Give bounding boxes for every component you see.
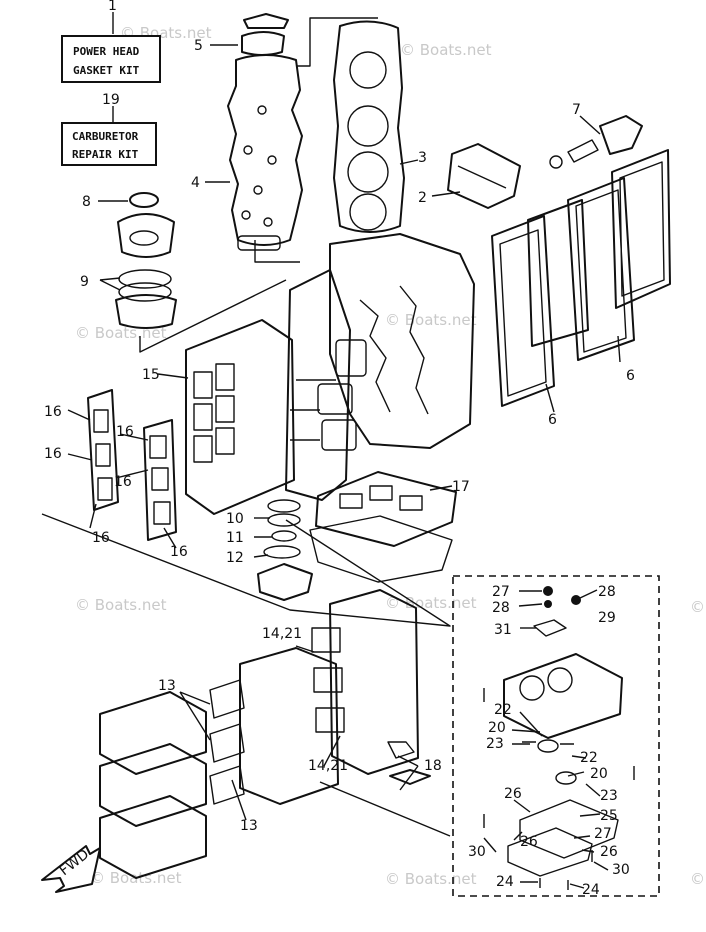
- callout-27: 26: [504, 786, 522, 802]
- callout-28: 27: [492, 584, 510, 600]
- callout-22: 22: [494, 702, 512, 718]
- callout-20: 20: [590, 766, 608, 782]
- kit-line: REPAIR KIT: [72, 148, 139, 161]
- part-cylinder-gasket: [333, 20, 405, 233]
- callout-13: 13: [158, 678, 176, 694]
- part-18-gasket: [389, 769, 431, 785]
- callout-22: 22: [580, 750, 598, 766]
- callout-16: 16: [44, 446, 62, 462]
- part-carburetors: [239, 589, 451, 837]
- callout-19: 19: [102, 92, 120, 108]
- callout-30: 30: [468, 844, 486, 860]
- part-head-gaskets: [227, 13, 303, 251]
- callout-20: 20: [488, 720, 506, 736]
- callout-1: 1: [108, 0, 117, 14]
- part-carburetor-detail: [483, 586, 635, 890]
- callout-24: 24: [582, 882, 600, 898]
- carburetor-detail-box: [452, 575, 660, 897]
- fwd-label: FWD: [57, 846, 93, 879]
- callout-10: 10: [226, 511, 244, 527]
- callout-29: 28: [492, 600, 510, 616]
- callout-26: 26: [600, 844, 618, 860]
- watermark: © Boats.net: [385, 594, 477, 612]
- callout-31: 31: [494, 622, 512, 638]
- callout-11: 11: [226, 530, 244, 546]
- callout-6: 6: [548, 412, 557, 428]
- part-reed-valves: [41, 389, 451, 627]
- callout-2: 2: [418, 190, 427, 206]
- callout-6: 6: [626, 368, 635, 384]
- part-valve: [549, 115, 643, 169]
- watermark: © Boats.net: [75, 596, 167, 614]
- watermark: © Boats.net: [690, 870, 706, 888]
- callout-28: 28: [598, 584, 616, 600]
- kit-line: GASKET KIT: [73, 64, 140, 77]
- callout-7: 7: [572, 102, 581, 118]
- part-intake-silencer: [99, 679, 245, 879]
- leader-lines: [67, 44, 621, 889]
- kit-box-carburetor: CARBURETOR REPAIR KIT: [61, 106, 157, 166]
- callout-27: 27: [594, 826, 612, 842]
- watermarks: © Boats.net © Boats.net © Boats.net © Bo…: [75, 24, 706, 888]
- watermark: © Boats.net: [400, 41, 492, 59]
- kit-box-power-head: POWER HEAD GASKET KIT: [61, 12, 161, 83]
- callout-23: 23: [600, 788, 618, 804]
- part-crankcase-block: [185, 233, 475, 515]
- kit-line: POWER HEAD: [73, 45, 140, 58]
- callout-18: 18: [424, 758, 442, 774]
- callout-17: 17: [452, 479, 470, 495]
- callout-4: 4: [191, 175, 200, 191]
- callout-24: 24: [496, 874, 514, 890]
- callout-23: 23: [486, 736, 504, 752]
- callout-5: 5: [194, 38, 203, 54]
- part-lower-seals: [257, 499, 313, 601]
- callout-29: 29: [598, 610, 616, 626]
- watermark: © Boats.net: [385, 870, 477, 888]
- watermark: © Boats.net: [75, 324, 167, 342]
- callout-3: 3: [418, 150, 427, 166]
- callout-15: 15: [142, 367, 160, 383]
- callout-9: 9: [80, 274, 89, 290]
- kit-line: CARBURETOR: [72, 130, 139, 143]
- callout-14-21: 14,21: [262, 626, 302, 642]
- callout-16: 16: [92, 530, 110, 546]
- callout-12: 12: [226, 550, 244, 566]
- callout-16: 16: [44, 404, 62, 420]
- watermark: © Boats.net: [690, 598, 706, 616]
- callout-16: 16: [170, 544, 188, 560]
- callout-16: 16: [116, 424, 134, 440]
- part-manifold-gasket: [309, 471, 457, 583]
- part-bearing-housing: [115, 192, 287, 353]
- part-cover: [447, 143, 521, 209]
- part-exhaust-plates: [491, 149, 671, 407]
- callout-25: 25: [600, 808, 618, 824]
- callout-26: 26: [520, 834, 538, 850]
- callout-8: 8: [82, 194, 91, 210]
- watermark: © Boats.net: [385, 311, 477, 329]
- callouts: 1 19 5 4 3 2 7 8 9 6 6 15 16 16 16 16 16…: [44, 0, 635, 898]
- callout-16: 16: [114, 474, 132, 490]
- callout-13: 13: [240, 818, 258, 834]
- callout-14-21: 14,21: [308, 758, 348, 774]
- callout-30: 30: [612, 862, 630, 878]
